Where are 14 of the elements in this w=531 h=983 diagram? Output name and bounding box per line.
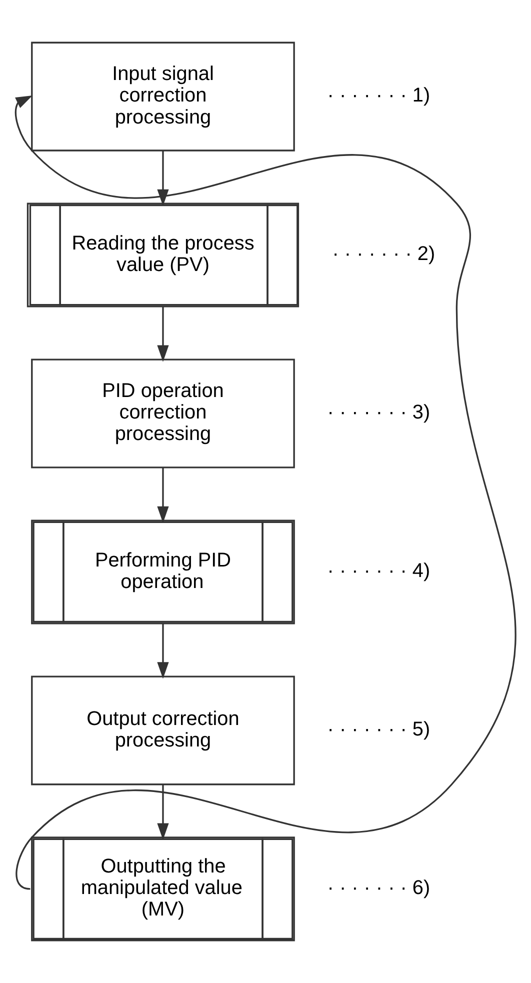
node-label: · · · · · · · 6) <box>327 877 430 900</box>
node-label: · · · · · · · 5) <box>327 718 430 741</box>
node-label: · · · · · · · 2) <box>332 243 436 266</box>
node-box: Input signal correction processing <box>31 42 295 152</box>
node-box: Output correction processing <box>31 676 295 786</box>
arrow <box>157 306 169 362</box>
arrow <box>157 150 169 206</box>
arrow <box>157 468 169 523</box>
arrow <box>157 784 169 840</box>
node-label: · · · · · · · 1) <box>327 84 430 107</box>
node-box: PID operation correction processing <box>31 358 295 468</box>
arrow <box>157 624 169 679</box>
node-label: · · · · · · · 4) <box>327 560 430 582</box>
node-label: · · · · · · · 3) <box>327 402 430 424</box>
